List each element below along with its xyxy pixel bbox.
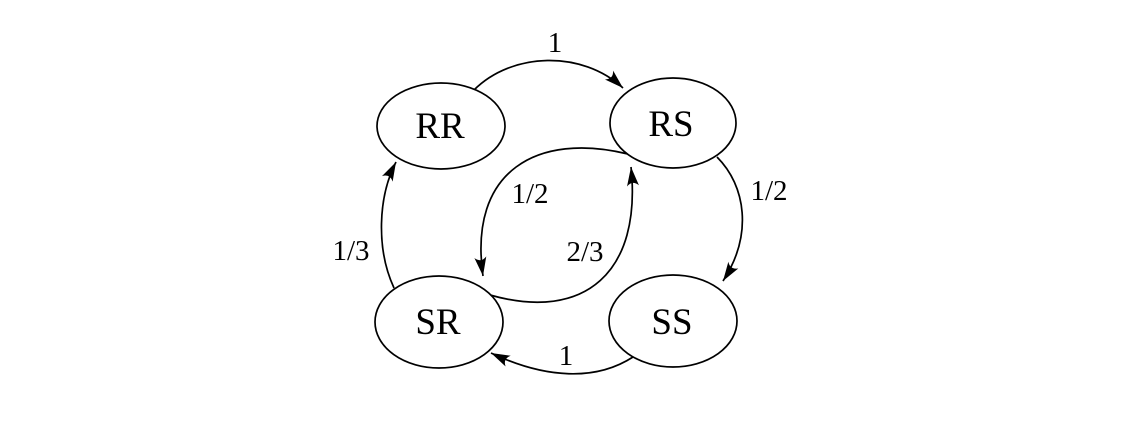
state-node-rr: RR [376, 82, 506, 170]
state-node-sr-ellipse [374, 275, 504, 369]
state-node-ss: SS [608, 274, 738, 368]
state-node-sr: SR [374, 275, 504, 369]
edge-rs-to-sr [474, 147, 629, 277]
edge-label-ss-to-sr: 1 [559, 340, 574, 372]
node-label-sr: SR [415, 302, 461, 343]
nodes-layer: RR RS SR SS [374, 77, 738, 369]
edges-layer [380, 59, 744, 375]
node-label-ss: SS [651, 302, 692, 343]
edge-label-rr-to-rs: 1 [548, 27, 563, 59]
node-label-rr: RR [415, 106, 465, 147]
edge-labels-layer: 1 1/2 2/3 1/2 1 1/3 [332, 27, 787, 372]
node-label-rs: RS [648, 104, 693, 145]
state-node-rr-ellipse [376, 82, 506, 170]
state-node-ss-ellipse [608, 274, 738, 368]
edge-sr-to-rs [489, 166, 639, 304]
state-node-rs-ellipse [609, 77, 737, 169]
edge-label-rs-to-ss: 1/2 [750, 175, 787, 207]
edge-ss-to-sr [490, 352, 634, 375]
edge-label-rs-to-sr: 1/2 [511, 178, 548, 210]
edge-label-sr-to-rs: 2/3 [566, 236, 603, 268]
edge-label-sr-to-rr: 1/3 [332, 235, 369, 267]
state-node-rs: RS [609, 77, 737, 169]
edge-rr-to-rs [473, 59, 624, 91]
edge-rs-to-ss [716, 156, 744, 282]
edge-sr-to-rr [380, 161, 397, 289]
